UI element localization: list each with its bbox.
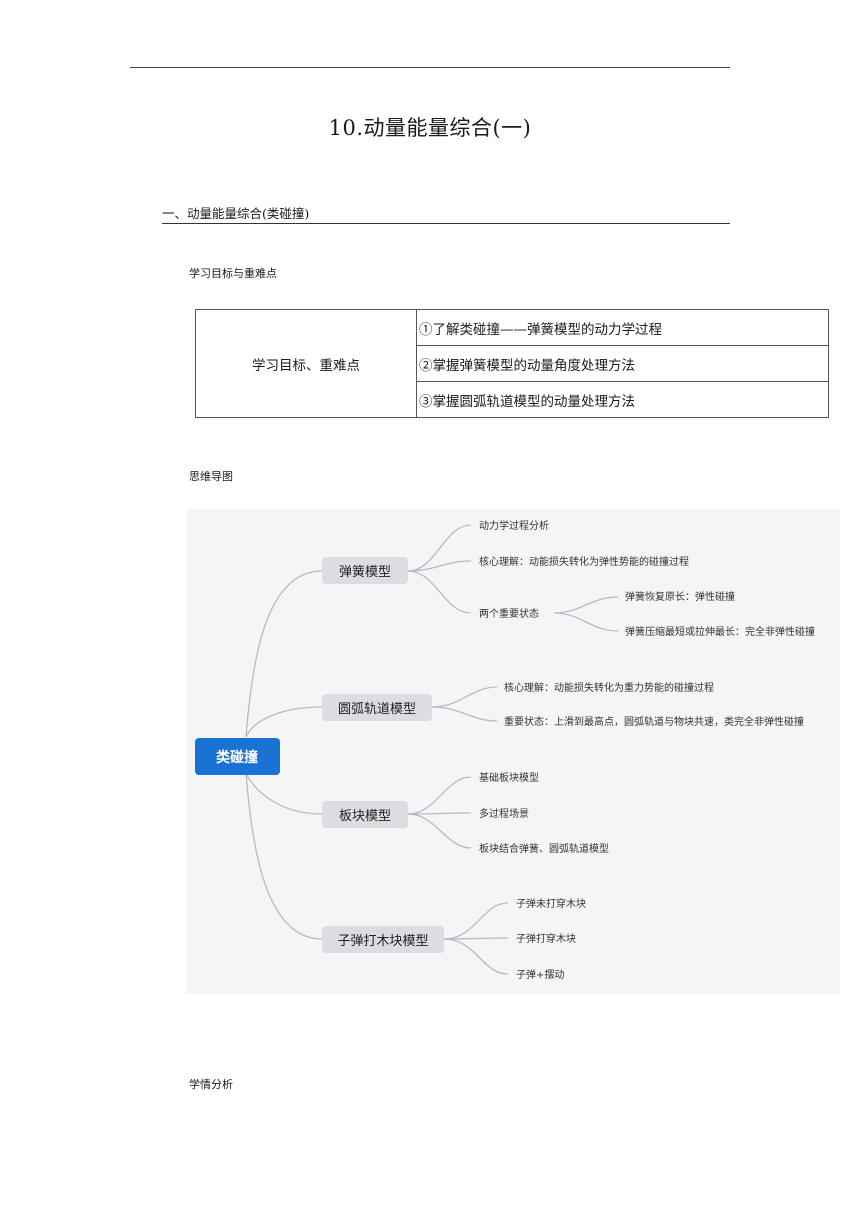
- mindmap-leaf: 弹簧恢复原长：弹性碰撞: [625, 590, 735, 603]
- mindmap-branch-label-2: 圆弧轨道模型: [338, 702, 416, 717]
- mindmap-connectors: [245, 524, 619, 975]
- mindmap-leaf: 基础板块模型: [479, 771, 539, 784]
- goal-item-1: ①了解类碰撞——弹簧模型的动力学过程: [416, 309, 829, 346]
- connector-b1-g2: [553, 612, 619, 632]
- connector-b1-g1: [553, 596, 619, 614]
- page-title: 10.动量能量综合(一): [328, 116, 532, 140]
- mindmap-leaf: 多过程场景: [479, 807, 529, 820]
- table-row: ③掌握圆弧轨道模型的动量处理方法: [196, 381, 829, 418]
- mindmap-label: 思维导图: [189, 470, 233, 483]
- connector-b4-c2: [443, 937, 509, 940]
- connector-b3-c3: [407, 813, 472, 849]
- goals-table-header: 学习目标、重难点: [195, 309, 417, 418]
- mindmap: 类碰撞 弹簧模型 圆弧轨道模型 板块模型 子弹打木块模型 动力学过程分析 核心理…: [186, 509, 840, 994]
- mindmap-leaves: 动力学过程分析 核心理解：动能损失转化为弹性势能的碰撞过程 两个重要状态 弹簧恢…: [479, 519, 815, 981]
- section-heading: 一、动量能量综合(类碰撞): [162, 203, 730, 224]
- connector-b4-c3: [443, 938, 509, 975]
- mindmap-root-node: [195, 738, 280, 775]
- connector-root-branch-4: [245, 772, 323, 940]
- mindmap-branch-node-1: [322, 557, 408, 584]
- table-row: 学习目标、重难点 ①了解类碰撞——弹簧模型的动力学过程: [195, 309, 829, 418]
- mindmap-leaf: 重要状态：上滑到最高点，圆弧轨道与物块共速，类完全非弹性碰撞: [504, 715, 804, 728]
- connector-b3-c2: [407, 812, 472, 815]
- connector-b2-c2: [431, 706, 498, 722]
- goals-label: 学习目标与重难点: [189, 267, 277, 280]
- mindmap-leaf: 子弹+摆动: [516, 968, 564, 981]
- header-rule: [130, 67, 730, 68]
- mindmap-branch-label-1: 弹簧模型: [339, 564, 391, 580]
- mindmap-branch-label-4: 子弹打木块模型: [337, 934, 428, 949]
- connector-root-branch-1: [245, 570, 323, 738]
- analysis-label: 学情分析: [189, 1078, 233, 1091]
- connector-root-branch-2: [245, 706, 323, 738]
- mindmap-leaf: 两个重要状态: [479, 607, 539, 620]
- mindmap-branch-node-4: [322, 926, 444, 953]
- mindmap-leaf: 弹簧压缩最短或拉伸最长：完全非弹性碰撞: [625, 625, 815, 638]
- connector-root-branch-3: [245, 772, 323, 815]
- mindmap-branch-node-2: [322, 694, 432, 721]
- connector-b1-c3: [407, 570, 472, 614]
- mindmap-branch-label-3: 板块模型: [339, 809, 391, 824]
- connector-b1-c1: [407, 524, 472, 572]
- table-row: ②掌握弹簧模型的动量角度处理方法: [196, 345, 829, 382]
- mindmap-leaf: 子弹打穿木块: [516, 932, 576, 945]
- goal-item-3: ③掌握圆弧轨道模型的动量处理方法: [416, 381, 829, 418]
- mindmap-leaf: 核心理解：动能损失转化为重力势能的碰撞过程: [504, 681, 714, 694]
- mindmap-leaf: 核心理解：动能损失转化为弹性势能的碰撞过程: [479, 555, 689, 568]
- connector-b3-c1: [407, 776, 472, 815]
- mindmap-svg: 类碰撞 弹簧模型 圆弧轨道模型 板块模型 子弹打木块模型 动力学过程分析 核心理…: [195, 519, 815, 981]
- mindmap-leaf: 板块结合弹簧、圆弧轨道模型: [479, 842, 609, 855]
- connector-b2-c1: [431, 686, 498, 708]
- mindmap-leaf: 动力学过程分析: [479, 519, 549, 532]
- goal-item-2: ②掌握弹簧模型的动量角度处理方法: [416, 345, 829, 382]
- mindmap-leaf: 子弹未打穿木块: [516, 897, 586, 910]
- mindmap-root-label: 类碰撞: [216, 749, 258, 766]
- goals-table: 学习目标、重难点 ①了解类碰撞——弹簧模型的动力学过程 ②掌握弹簧模型的动量角度…: [195, 309, 829, 418]
- mindmap-branch-node-3: [322, 801, 408, 828]
- connector-b4-c1: [443, 902, 509, 940]
- connector-b1-c2: [407, 560, 472, 572]
